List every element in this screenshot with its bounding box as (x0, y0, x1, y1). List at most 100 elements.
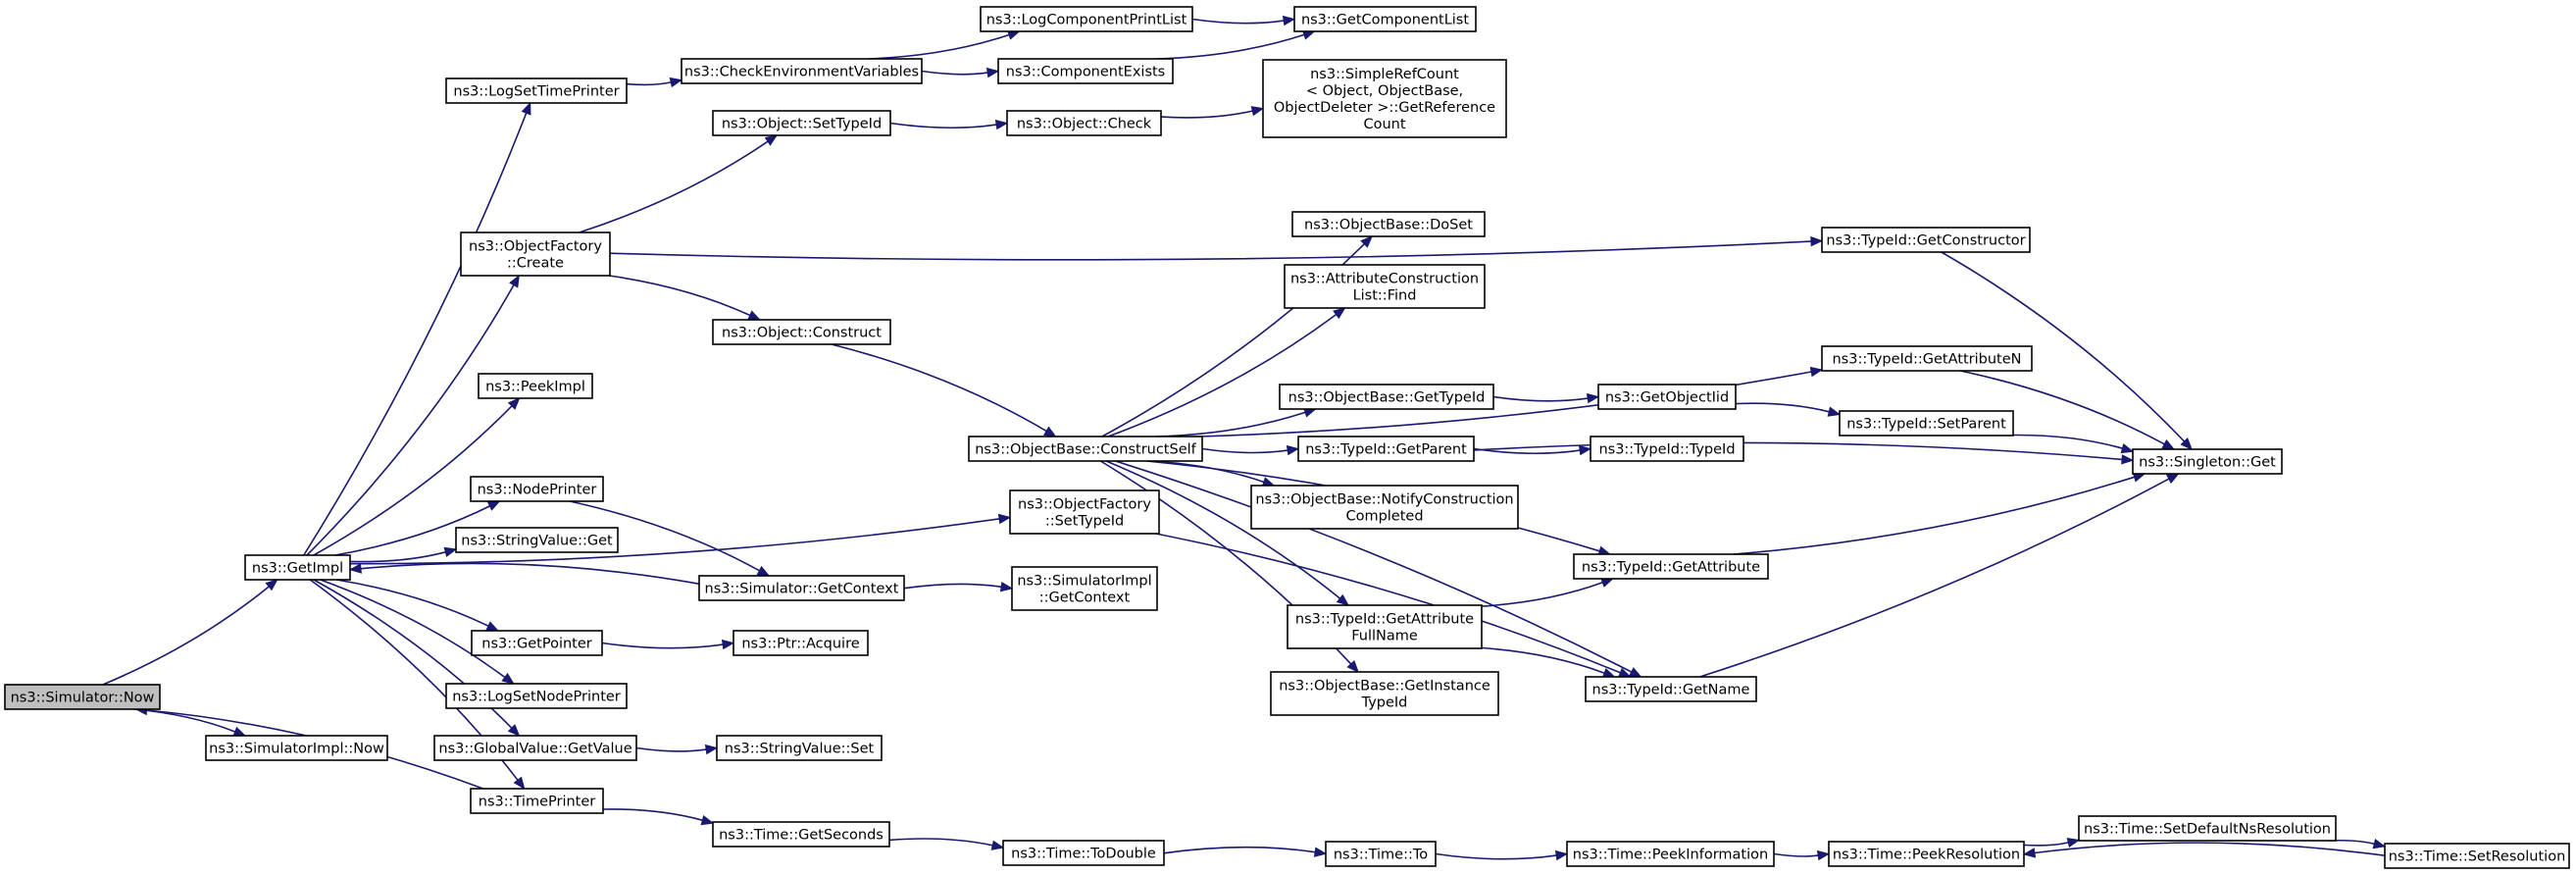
node-timepeekresolution[interactable]: ns3::Time::PeekResolution (1828, 841, 2025, 867)
node-label: ns3::ObjectBase::NotifyConstruction (1255, 492, 1513, 508)
edge-line (2023, 842, 2069, 847)
node-logsettimeprinter[interactable]: ns3::LogSetTimePrinter (445, 77, 628, 104)
node-label: ns3::SimulatorImpl (1017, 574, 1151, 590)
node-nodeprinter[interactable]: ns3::NodePrinter (470, 476, 604, 502)
edge-objfactorycreate-to-typeidgetconstructor (609, 235, 1824, 261)
edge-objfactorycreate-to-objconstruct (608, 275, 761, 321)
edge-line (303, 112, 528, 556)
node-simimplnow[interactable]: ns3::SimulatorImpl::Now (205, 735, 388, 761)
edge-getpointer-to-ptracquire (601, 639, 735, 650)
node-peekimpl[interactable]: ns3::PeekImpl (478, 373, 593, 399)
node-logcomplist[interactable]: ns3::LogComponentPrintList (980, 6, 1193, 32)
node-label: ns3::TypeId::GetName (1592, 683, 1750, 698)
edge-getimpl-to-logsetnodeprinter (320, 579, 515, 685)
node-typeidgetattribute[interactable]: ns3::TypeId::GetAttribute (1573, 553, 1769, 580)
node-logsetnodeprinter[interactable]: ns3::LogSetNodePrinter (445, 683, 628, 709)
node-simplerefcount[interactable]: ns3::SimpleRefCount< Object, ObjectBase,… (1262, 59, 1507, 138)
node-label: ns3::TypeId::GetConstructor (1826, 233, 2025, 249)
node-singletonget[interactable]: ns3::Singleton::Get (2132, 448, 2283, 475)
node-timesetdefaultns[interactable]: ns3::Time::SetDefaultNsResolution (2078, 815, 2337, 842)
edge-line (133, 708, 235, 733)
node-getobjectiid[interactable]: ns3::GetObjectIid (1597, 384, 1737, 410)
node-objbasenotify[interactable]: ns3::ObjectBase::NotifyConstructionCompl… (1250, 485, 1519, 530)
node-box (1006, 110, 1162, 136)
arrow-head-icon (1250, 106, 1265, 117)
edge-line (626, 81, 672, 86)
arrow-head-icon (1628, 667, 1642, 678)
node-box (1839, 410, 2014, 437)
node-box (1828, 841, 2025, 867)
node-stringvalueset[interactable]: ns3::StringValue::Set (716, 735, 883, 761)
node-typeidtypeid[interactable]: ns3::TypeId::TypeId (1590, 436, 1744, 462)
node-typeidsetparent[interactable]: ns3::TypeId::SetParent (1839, 410, 2014, 437)
node-objfactorysettypeid[interactable]: ns3::ObjectFactory::SetTypeId (1009, 489, 1160, 535)
node-objbasegettypeid[interactable]: ns3::ObjectBase::GetTypeId (1279, 384, 1494, 410)
node-simimplgetcontext[interactable]: ns3::SimulatorImpl::GetContext (1011, 566, 1158, 611)
node-box (1287, 604, 1483, 649)
edge-logsettimeprinter-to-checkenv (626, 77, 683, 88)
node-getcomplist[interactable]: ns3::GetComponentList (1293, 6, 1477, 32)
node-box (712, 821, 890, 848)
node-box (1011, 566, 1158, 611)
node-objfactorycreate[interactable]: ns3::ObjectFactory::Create (460, 231, 611, 277)
node-simgetcontext[interactable]: ns3::Simulator::GetContext (698, 575, 905, 601)
node-ptracquire[interactable]: ns3::Ptr::Acquire (732, 630, 869, 656)
node-label: ns3::Time::SetResolution (2389, 849, 2566, 865)
node-label: ns3::GetComponentList (1301, 13, 1469, 28)
node-compexists[interactable]: ns3::ComponentExists (997, 58, 1174, 84)
node-objsettypeid[interactable]: ns3::Object::SetTypeId (712, 110, 891, 136)
node-now[interactable]: ns3::Simulator::Now (4, 684, 161, 710)
node-box (1291, 211, 1486, 237)
node-objconstruct[interactable]: ns3::Object::Construct (712, 319, 891, 345)
arrow-head-icon (1313, 847, 1328, 857)
node-timetodouble[interactable]: ns3::Time::ToDouble (1002, 840, 1165, 866)
edge-objcheck-to-simplerefcount (1160, 106, 1265, 119)
node-label: ns3::SimulatorImpl::Now (209, 742, 384, 757)
node-typeidgetattributen[interactable]: ns3::TypeId::GetAttributeN (1821, 345, 2033, 372)
node-box (712, 110, 891, 136)
node-typeidgetparent[interactable]: ns3::TypeId::GetParent (1297, 436, 1475, 462)
edge-typeidgetattrfullname-to-typeidgetname (1481, 646, 1616, 678)
node-label: ns3::ObjectFactory (469, 239, 602, 255)
node-box (455, 527, 619, 553)
arrow-head-icon (509, 274, 520, 288)
node-stringvalueget[interactable]: ns3::StringValue::Get (455, 527, 619, 553)
edge-line (306, 284, 515, 556)
node-timeprinter[interactable]: ns3::TimePrinter (470, 788, 604, 814)
node-typeidgetname[interactable]: ns3::TypeId::GetName (1585, 676, 1757, 702)
node-getimpl[interactable]: ns3::GetImpl (244, 554, 351, 581)
node-checkenv[interactable]: ns3::CheckEnvironmentVariables (681, 58, 923, 84)
arrow-head-icon (1809, 366, 1824, 378)
node-timepeekinfo[interactable]: ns3::Time::PeekInformation (1566, 841, 1775, 867)
node-objbaseconstructself[interactable]: ns3::ObjectBase::ConstructSelf (968, 436, 1203, 462)
node-getpointer[interactable]: ns3::GetPointer (471, 630, 603, 656)
arrow-head-icon (985, 67, 1000, 78)
node-label: ns3::PeekImpl (485, 380, 585, 395)
node-globalvalueget[interactable]: ns3::GlobalValue::GetValue (433, 735, 637, 761)
node-timesetresolution[interactable]: ns3::Time::SetResolution (2384, 843, 2570, 869)
node-label: ns3::Time::SetDefaultNsResolution (2084, 822, 2331, 838)
arrow-head-icon (994, 119, 1009, 130)
node-objcheck[interactable]: ns3::Object::Check (1006, 110, 1162, 136)
node-typeidgetconstructor[interactable]: ns3::TypeId::GetConstructor (1821, 227, 2031, 253)
node-objbasedoset[interactable]: ns3::ObjectBase::DoSet (1291, 211, 1486, 237)
node-box (980, 6, 1193, 32)
edge-line (609, 240, 1812, 261)
node-box (698, 575, 905, 601)
node-label: ns3::TypeId::TypeId (1598, 442, 1735, 458)
node-label: < Object, ObjectBase, (1306, 83, 1463, 99)
edge-line (334, 505, 490, 556)
node-timegetseconds[interactable]: ns3::Time::GetSeconds (712, 821, 890, 848)
edge-line (1773, 852, 1819, 857)
edge-line (868, 33, 1010, 60)
edge-objbasegettypeid-to-getobjectiid (1492, 392, 1600, 404)
node-box (712, 319, 891, 345)
edge-typeidsetparent-to-singletonget (2012, 434, 2135, 454)
arrow-head-icon (348, 563, 362, 574)
node-timeto[interactable]: ns3::Time::To (1325, 841, 1437, 867)
node-box (460, 231, 611, 277)
edge-line (1115, 460, 1633, 673)
